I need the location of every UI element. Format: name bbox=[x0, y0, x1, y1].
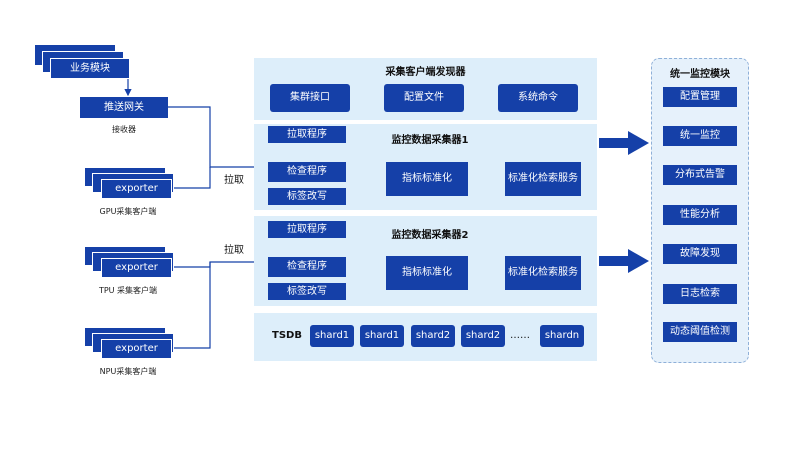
monitor-module-title: 统一监控模块 bbox=[670, 69, 730, 80]
shard-2a: shard2 bbox=[411, 325, 455, 347]
system-command-box: 系统命令 bbox=[498, 84, 578, 112]
shard-1b: shard1 bbox=[360, 325, 404, 347]
collector-2-search-service: 标准化检索服务 bbox=[505, 256, 581, 290]
npu-exporter-box: exporter bbox=[101, 339, 172, 359]
collector-2-title: 监控数据采集器2 bbox=[391, 230, 469, 241]
collector-1-relabel: 标签改写 bbox=[268, 188, 346, 205]
tsdb-label: TSDB bbox=[272, 330, 302, 341]
collector-1-title: 监控数据采集器1 bbox=[391, 135, 469, 146]
config-file-box: 配置文件 bbox=[384, 84, 464, 112]
monitor-item-config-management: 配置管理 bbox=[663, 87, 737, 107]
business-module-box: 业务模块 bbox=[50, 58, 130, 79]
monitor-item-log-search: 日志检索 bbox=[663, 284, 737, 304]
receiver-label: 接收器 bbox=[112, 125, 136, 134]
collector-2-relabel: 标签改写 bbox=[268, 283, 346, 300]
monitor-item-unified-monitor: 统一监控 bbox=[663, 126, 737, 146]
collector-2-pull-program: 拉取程序 bbox=[268, 221, 346, 238]
collector-1-search-service: 标准化检索服务 bbox=[505, 162, 581, 196]
monitor-item-performance-analysis: 性能分析 bbox=[663, 205, 737, 225]
monitor-item-fault-discovery: 故障发现 bbox=[663, 244, 737, 264]
discovery-title: 采集客户端发现器 bbox=[385, 67, 466, 78]
tpu-exporter-box: exporter bbox=[101, 258, 172, 278]
collector-2-check-program: 检查程序 bbox=[268, 257, 346, 277]
monitor-item-dynamic-threshold: 动态阈值检测 bbox=[663, 322, 737, 342]
push-gateway-box: 推送网关 bbox=[80, 97, 168, 118]
collector-1-check-program: 检查程序 bbox=[268, 162, 346, 182]
pull-label-1: 拉取 bbox=[224, 175, 244, 186]
gpu-client-label: GPU采集客户端 bbox=[99, 207, 157, 216]
pull-label-2: 拉取 bbox=[224, 245, 244, 256]
shard-1a: shard1 bbox=[310, 325, 354, 347]
shard-n: shardn bbox=[540, 325, 584, 347]
npu-client-label: NPU采集客户端 bbox=[99, 367, 157, 376]
gpu-exporter-box: exporter bbox=[101, 179, 172, 199]
collector-1-pull-program: 拉取程序 bbox=[268, 126, 346, 143]
collector-2-normalize: 指标标准化 bbox=[386, 256, 468, 290]
monitor-item-distributed-alert: 分布式告警 bbox=[663, 165, 737, 185]
shard-2b: shard2 bbox=[461, 325, 505, 347]
shard-ellipsis: …… bbox=[510, 330, 530, 341]
cluster-interface-box: 集群接口 bbox=[270, 84, 350, 112]
tpu-client-label: TPU 采集客户端 bbox=[98, 286, 158, 295]
collector-1-normalize: 指标标准化 bbox=[386, 162, 468, 196]
